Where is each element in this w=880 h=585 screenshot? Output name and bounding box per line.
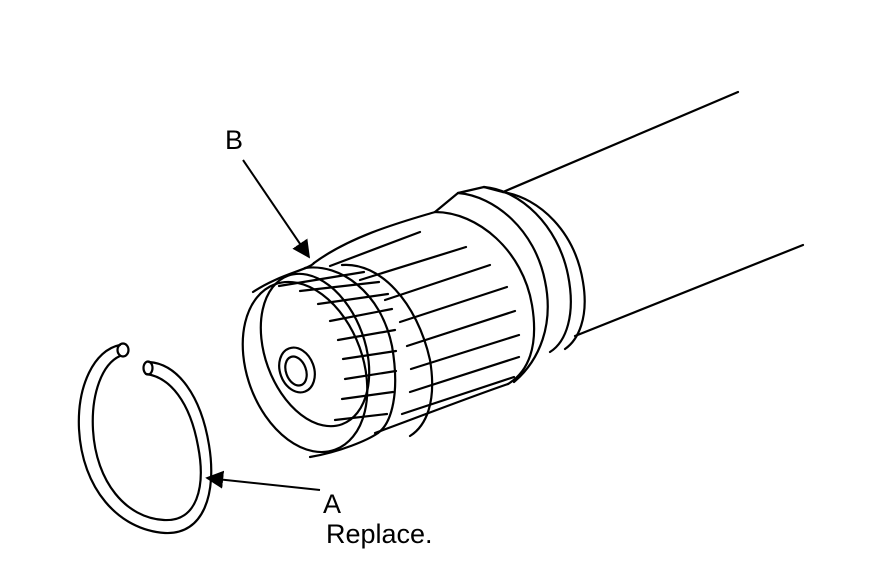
front-cap xyxy=(241,261,398,459)
callout-a-note: Replace. xyxy=(326,519,433,549)
callout-b-leader xyxy=(242,159,311,259)
rear-collar xyxy=(433,185,586,386)
shaft-top-edge xyxy=(501,90,740,194)
callout-a-leader xyxy=(205,470,321,491)
callout-b-label: B xyxy=(225,125,244,155)
shaft-bottom-edge xyxy=(573,243,805,338)
shaft-body xyxy=(501,90,805,338)
shaft-center-hole xyxy=(278,346,316,394)
snap-ring xyxy=(77,342,213,535)
callout-a-label: A xyxy=(323,489,342,519)
spline-sleeve xyxy=(303,210,521,438)
